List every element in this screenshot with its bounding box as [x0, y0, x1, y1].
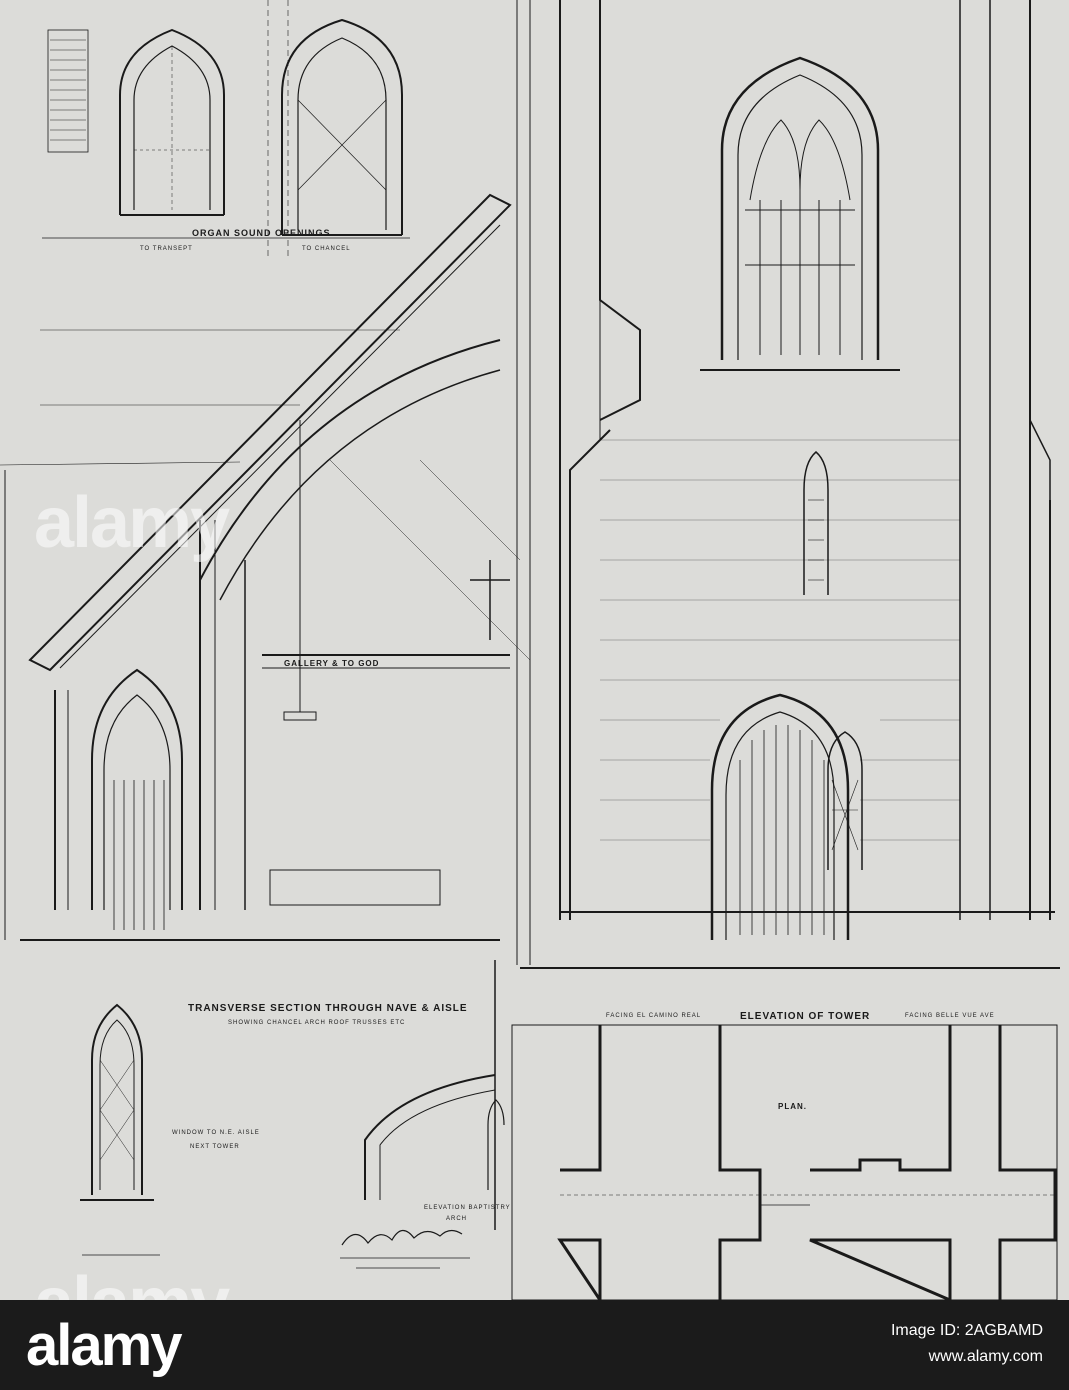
facing-belle-label: FACING BELLE VUE AVE: [905, 1013, 995, 1019]
organ-sound-openings-drawing: [42, 0, 410, 260]
organ-sound-openings-label: ORGAN SOUND OPENINGS: [192, 228, 331, 238]
next-tower-label: NEXT TOWER: [190, 1144, 240, 1150]
gallery-note-label: GALLERY & TO GOD: [284, 659, 380, 668]
elevation-tower-title: ELEVATION OF TOWER: [740, 1011, 871, 1022]
plan-title: PLAN.: [778, 1102, 807, 1111]
site-url: www.alamy.com: [928, 1348, 1043, 1365]
drawing-sheet: ORGAN SOUND OPENINGS TO TRANSEPT TO CHAN…: [0, 0, 1069, 1300]
elevation-baptistry-label: ELEVATION BAPTISTRY: [424, 1205, 511, 1211]
image-id: Image ID: 2AGBAMD: [890, 1322, 1043, 1339]
baptistry-elevation-drawing: [364, 960, 505, 1230]
footer-bar: alamy Image ID: 2AGBAMD www.alamy.com: [0, 1300, 1069, 1390]
aisle-window-drawing: [80, 1003, 160, 1256]
window-aisle-label: WINDOW TO N.E. AISLE: [172, 1130, 260, 1136]
tower-plan-drawing: [511, 1024, 1058, 1300]
transverse-section-drawing: [0, 193, 531, 941]
arch-label: ARCH: [446, 1216, 468, 1222]
transverse-section-title: TRANSVERSE SECTION THROUGH NAVE & AISLE: [188, 1003, 468, 1014]
tower-elevation-drawing: [516, 0, 1060, 969]
to-transept-label: TO TRANSEPT: [140, 246, 193, 252]
to-chancel-label: TO CHANCEL: [302, 246, 351, 252]
transverse-section-subtitle: SHOWING CHANCEL ARCH ROOF TRUSSES ETC: [228, 1020, 406, 1026]
facing-camino-label: FACING EL CAMINO REAL: [606, 1013, 702, 1019]
architect-signature: [340, 1229, 470, 1269]
alamy-logo: alamy: [26, 1313, 182, 1378]
architectural-drawing: [0, 0, 1060, 1300]
